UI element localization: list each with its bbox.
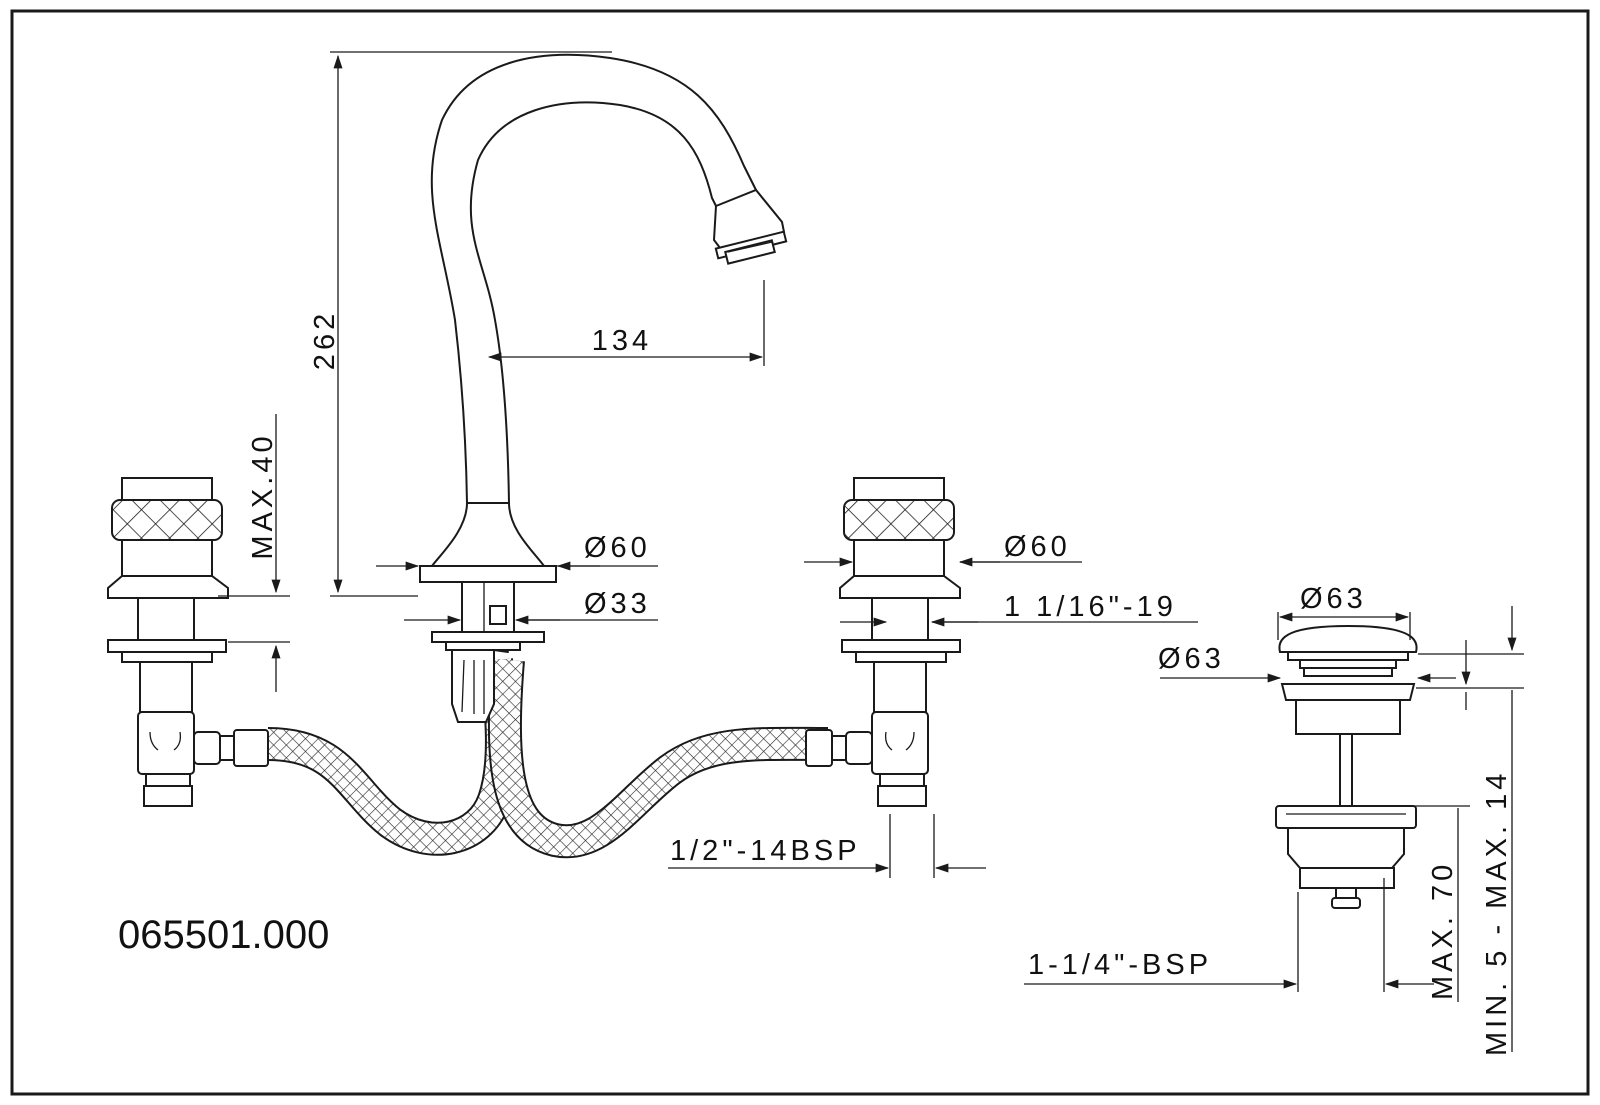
dim-spout-base-diameter: Ø60 bbox=[584, 532, 651, 564]
dim-handle-thread: 1 1/16"-19 bbox=[1004, 591, 1177, 623]
dim-handle-base-diameter: Ø60 bbox=[1004, 531, 1071, 563]
dimension-lines bbox=[218, 51, 1524, 1052]
dim-drain-length: MAX. 70 bbox=[1427, 861, 1459, 1000]
model-code: 065501.000 bbox=[118, 913, 329, 957]
left-handle-valve bbox=[107, 477, 269, 807]
dim-drain-flange-diameter: Ø63 bbox=[1158, 643, 1225, 675]
dim-drain-thread: 1-1/4"-BSP bbox=[1028, 949, 1212, 981]
dim-handle-height: MAX.40 bbox=[247, 432, 279, 559]
dim-spout-reach: 134 bbox=[592, 325, 652, 357]
dim-spout-shank-diameter: Ø33 bbox=[584, 588, 651, 620]
spout bbox=[419, 53, 788, 723]
dimension-labels: 262 134 MAX.40 Ø60 Ø33 Ø60 1 1/16"-19 1/… bbox=[247, 310, 1513, 1056]
dim-spout-height: 262 bbox=[309, 310, 341, 370]
dim-inlet-thread: 1/2"-14BSP bbox=[670, 835, 861, 867]
popup-drain bbox=[1275, 624, 1418, 909]
dim-basin-thickness: MIN. 5 - MAX. 14 bbox=[1481, 770, 1513, 1056]
right-handle-valve bbox=[805, 477, 961, 807]
drawing-frame bbox=[10, 9, 1590, 1096]
dim-drain-cap-diameter: Ø63 bbox=[1300, 583, 1367, 615]
flexible-hoses bbox=[267, 658, 829, 859]
